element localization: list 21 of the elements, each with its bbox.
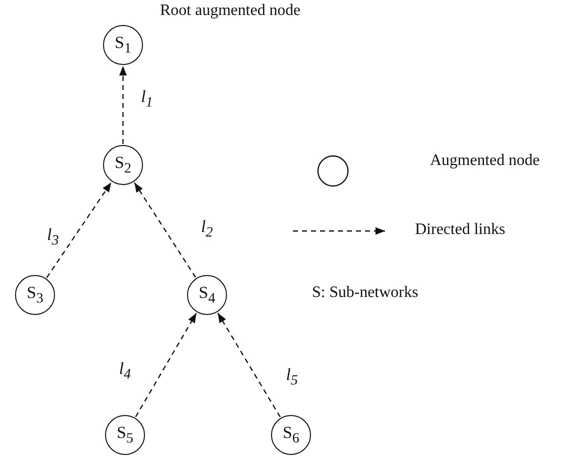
node-circle	[103, 25, 143, 65]
node-circle	[187, 275, 227, 315]
dashed-arrow	[119, 66, 127, 144]
legend-text: Augmented node	[430, 152, 540, 170]
note-text: S: Sub-networks	[312, 284, 418, 302]
dashed-arrow	[46, 182, 112, 278]
node-label: S$_{1}$	[114, 32, 132, 58]
node-caption: Root augmented node	[160, 2, 300, 20]
node-label: S$_{2}$	[114, 152, 132, 178]
node-circle	[103, 145, 143, 185]
node-circle	[15, 275, 55, 315]
node-label: S$_{3}$	[26, 282, 44, 308]
node-circle	[105, 415, 145, 455]
node-label: S$_{6}$	[282, 422, 300, 448]
dashed-arrow	[135, 312, 197, 418]
node-label: S$_{4}$	[198, 282, 216, 308]
node-label: S$_{5}$	[116, 422, 134, 448]
dashed-arrow	[134, 182, 196, 278]
legend-text: Directed links	[415, 221, 506, 239]
node-circle	[271, 415, 311, 455]
dashed-arrow	[217, 312, 281, 418]
